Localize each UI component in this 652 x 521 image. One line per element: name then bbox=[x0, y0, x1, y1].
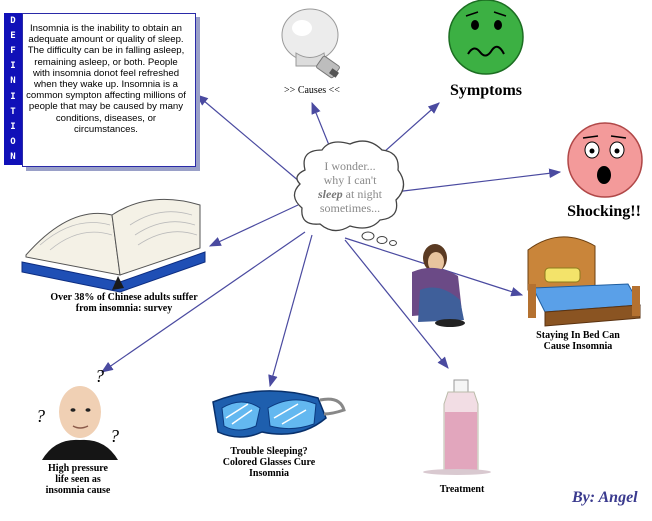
bed-caption[interactable]: Staying In Bed Can Cause Insomnia bbox=[518, 330, 638, 352]
stressed-man-image bbox=[42, 386, 118, 460]
arrow-to-book bbox=[208, 204, 299, 247]
survey-caption[interactable]: Over 38% of Chinese adults suffer from i… bbox=[4, 292, 244, 314]
definition-letter: D bbox=[10, 15, 16, 26]
glasses-caption[interactable]: Trouble Sleeping? Colored Glasses Cure I… bbox=[200, 446, 338, 479]
symptoms-label[interactable]: Symptoms bbox=[449, 82, 522, 99]
definition-box bbox=[22, 13, 196, 167]
bed-line: Cause Insomnia bbox=[543, 341, 613, 352]
goggles-icon bbox=[212, 390, 346, 438]
thought-bubble bbox=[293, 140, 405, 246]
definition-letter: O bbox=[10, 137, 16, 148]
thought-line-rest: at night bbox=[342, 187, 382, 201]
thought-line: sleep at night bbox=[302, 187, 398, 201]
definition-letter: I bbox=[10, 61, 16, 72]
question-mark: ? bbox=[36, 406, 45, 426]
definition-letter: E bbox=[10, 30, 16, 41]
arrow-to-pressure bbox=[101, 231, 306, 373]
glasses-line: Insomnia bbox=[248, 468, 289, 479]
survey-line: Over 38% of Chinese adults suffer bbox=[50, 292, 198, 303]
thought-line: sometimes... bbox=[319, 201, 381, 215]
survey-line: from insomnia: survey bbox=[75, 303, 173, 314]
arrow-to-shocking bbox=[394, 168, 562, 193]
light-bulb-icon bbox=[281, 8, 340, 79]
thought-emphasis: sleep bbox=[318, 187, 343, 201]
pressure-line: life seen as bbox=[55, 474, 101, 485]
definition-letter: I bbox=[10, 121, 16, 132]
bed-icon bbox=[527, 236, 641, 327]
definition-letter: F bbox=[10, 45, 16, 56]
arrow-to-definition bbox=[196, 94, 301, 183]
thought-line: why I can't bbox=[323, 173, 377, 187]
shocked-face-icon bbox=[567, 122, 643, 198]
sad-face-icon bbox=[448, 0, 524, 75]
medicine-bottle-icon bbox=[423, 379, 491, 475]
causes-link[interactable]: >> Causes << bbox=[284, 85, 340, 96]
pressure-line: insomnia cause bbox=[45, 485, 111, 496]
open-book-icon bbox=[21, 198, 206, 293]
definition-letter: I bbox=[10, 91, 16, 102]
treatment-label[interactable]: Treatment bbox=[439, 484, 485, 495]
glasses-line: Trouble Sleeping? bbox=[230, 446, 308, 457]
arrow-to-glasses bbox=[268, 234, 313, 388]
thought-line: I wonder... bbox=[324, 159, 376, 173]
question-mark: ? bbox=[95, 366, 104, 386]
definition-letter: N bbox=[10, 76, 16, 87]
pressure-caption[interactable]: High pressure life seen as insomnia caus… bbox=[26, 463, 130, 496]
definition-tab: D E F I N I T I O N bbox=[4, 13, 22, 165]
definition-letter: T bbox=[10, 106, 16, 117]
author-byline: By: Angel bbox=[572, 489, 638, 506]
thought-text: I wonder... why I can't sleep at night s… bbox=[302, 159, 398, 215]
glasses-line: Colored Glasses Cure bbox=[222, 457, 316, 468]
definition-text: Insomnia is the inability to obtain an a… bbox=[26, 23, 186, 135]
pressure-line: High pressure bbox=[48, 463, 108, 474]
question-mark: ? bbox=[110, 426, 119, 446]
arrow-to-treatment bbox=[344, 239, 449, 369]
bed-line: Staying In Bed Can bbox=[536, 330, 620, 341]
sitting-person-image bbox=[412, 244, 465, 327]
definition-letter: N bbox=[10, 152, 16, 163]
shocking-label[interactable]: Shocking!! bbox=[567, 203, 641, 220]
